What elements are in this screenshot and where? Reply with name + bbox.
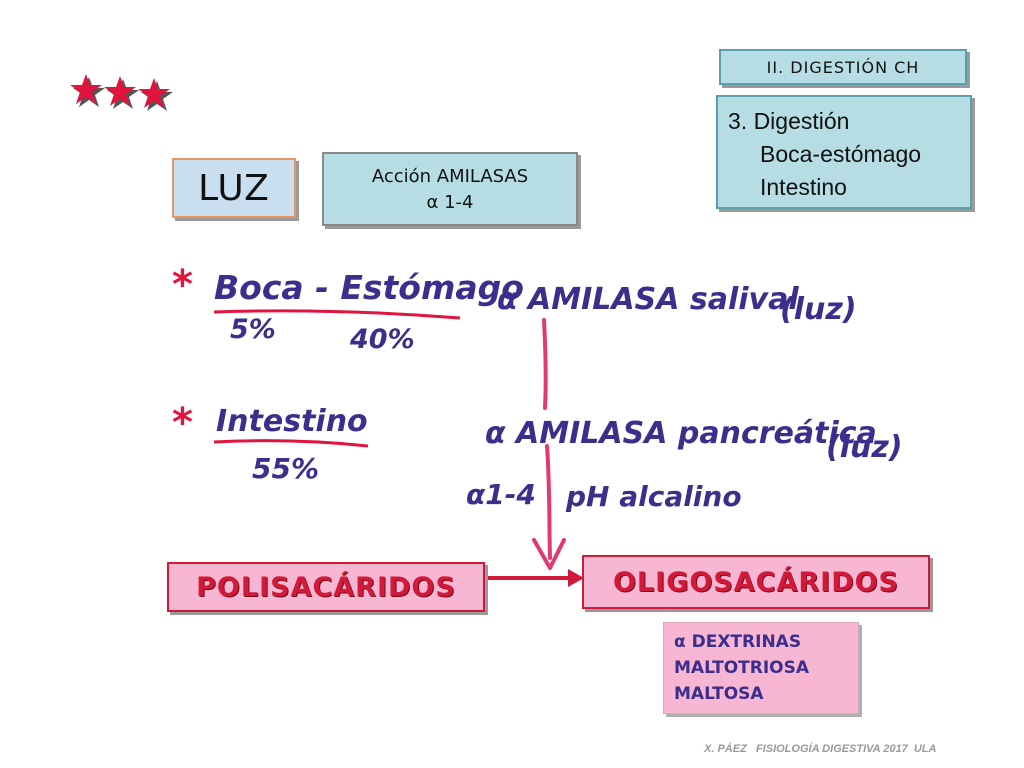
pct-estomago: 40%	[350, 324, 415, 355]
enlace-note: α1-4	[466, 478, 536, 511]
footer-credit: X. PÁEZ FISIOLOGÍA DIGESTIVA 2017 ULA	[704, 743, 937, 755]
oligosacaridos-box: OLIGOSACÁRIDOS	[582, 555, 930, 609]
arrow-right-icon	[488, 569, 584, 587]
underline-boca	[213, 309, 461, 320]
amilasa-salival-note: α AMILASA salival	[497, 282, 799, 317]
oligosacaridos-label: OLIGOSACÁRIDOS	[612, 566, 900, 598]
star-icon	[138, 78, 173, 111]
polisacaridos-label: POLISACÁRIDOS	[196, 571, 456, 603]
product-item: MALTOTRIOSA	[674, 658, 810, 678]
section-tag-label: II. DIGESTIÓN CH	[766, 57, 920, 77]
star-icon	[70, 74, 105, 107]
accion-title: Acción AMILASAS	[371, 166, 529, 187]
polisacaridos-box: POLISACÁRIDOS	[167, 562, 485, 612]
luz-box: LUZ	[172, 158, 296, 218]
star-rating-icon	[70, 74, 173, 111]
products-box: α DEXTRINAS MALTOTRIOSA MALTOSA	[663, 622, 859, 714]
product-item: MALTOSA	[674, 684, 764, 704]
accion-enlace: α 1-4	[426, 192, 474, 213]
luz-note-2: (luz)	[826, 430, 903, 465]
pct-boca: 5%	[230, 314, 276, 345]
pct-intestino: 55%	[252, 452, 320, 485]
ph-note: pH alcalino	[566, 480, 742, 513]
asterisk-boca: *	[172, 262, 193, 308]
product-item: α DEXTRINAS	[674, 632, 802, 652]
luz-note-1: (luz)	[780, 292, 857, 327]
topic-box: 3. Digestión Boca-estómago Intestino	[716, 95, 972, 209]
star-icon	[104, 76, 139, 109]
arrow-down-icon	[532, 318, 566, 570]
section-tag: II. DIGESTIÓN CH	[719, 49, 967, 85]
asterisk-intestino: *	[172, 400, 193, 446]
topic-line-1: 3. Digestión	[728, 108, 850, 134]
boca-estomago-note: Boca - Estómago	[214, 268, 524, 307]
underline-intestino	[213, 439, 369, 448]
amilasa-pancreatica-note: α AMILASA pancreática	[485, 416, 877, 451]
intestino-note: Intestino	[216, 404, 368, 439]
luz-label: LUZ	[198, 167, 270, 209]
accion-amilasas-box: Acción AMILASAS α 1-4	[322, 152, 578, 226]
topic-line-2: Boca-estómago	[760, 141, 922, 167]
topic-line-3: Intestino	[760, 174, 847, 200]
